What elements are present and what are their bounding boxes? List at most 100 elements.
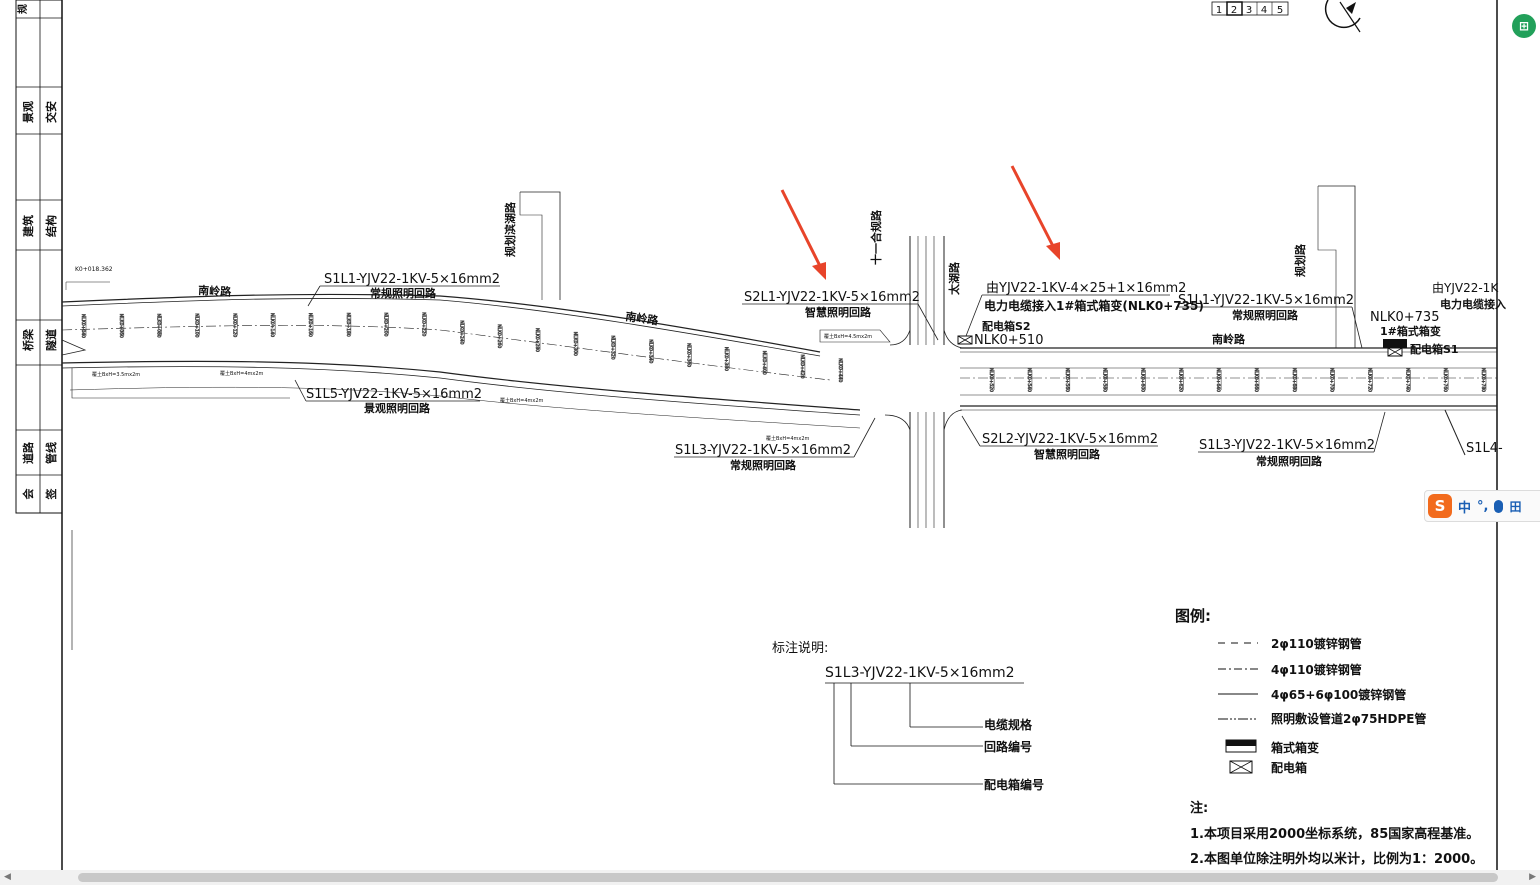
title-block: 规 景观 交安 建筑 结构 桥梁 隧道 道路 管线 会 签	[15, 0, 63, 514]
notes: 注: 1.本项目采用2000坐标系统，85国家高程基准。 2.本图单位除注明外均…	[1190, 800, 1483, 867]
station-label: NLK0+260	[496, 324, 502, 348]
circuit-label-s2l2: 智慧照明回路	[1034, 447, 1101, 461]
circuit-label-s2l1: 智慧照明回路	[805, 305, 872, 319]
station-label: NLK0+720	[1366, 368, 1372, 392]
notation-explanation: 标注说明: S1L3-YJV22-1KV-5×16mm2 电缆规格 回路编号 配…	[772, 641, 1044, 792]
station-label: NLK0+680	[1291, 368, 1297, 392]
conduit-note-4: 覆土BxH=4.5mx2m	[824, 333, 872, 340]
station-label: NLK0+200	[383, 312, 389, 336]
station-label: NLK0+400	[761, 351, 767, 375]
notation-heading: 标注说明:	[772, 641, 828, 656]
title-cell-qian: 签	[44, 488, 58, 501]
station-label: NLK0+340	[648, 339, 654, 363]
ime-toolbar[interactable]: S 中 °, 田	[1424, 490, 1540, 522]
station-label: NLK0+080	[156, 314, 162, 338]
station-label: NLK0+180	[345, 313, 351, 337]
station-label: NLK0+220	[421, 312, 427, 336]
cable-s2l2: S2L2-YJV22-1KV-5×16mm2	[982, 432, 1158, 447]
scroll-right-icon[interactable]: ▶	[1529, 872, 1536, 882]
station-label: NLK0+280	[534, 328, 540, 352]
horizontal-scrollbar[interactable]: ◀ ▶	[0, 870, 1540, 885]
cable-s2l1: S2L1-YJV22-1KV-5×16mm2	[744, 290, 920, 305]
conduit-note-2: 覆土BxH=4mx2m	[220, 370, 264, 377]
station-label: NLK0+600	[1139, 368, 1145, 392]
conduit-note-3: 覆土BxH=4mx2m	[500, 397, 544, 404]
station-label: NLK0+580	[1102, 368, 1108, 392]
power-in-desc: 电力电缆接入1#箱式箱变(NLK0+735)	[984, 298, 1204, 313]
station-label: NLK0+380	[723, 347, 729, 371]
box-s1-transformer: 1#箱式箱变	[1380, 324, 1441, 338]
title-cell-daolu: 道路	[21, 441, 35, 464]
transformer-box-s1-icon	[1383, 339, 1407, 357]
road-label-nanling-3: 南岭路	[1212, 332, 1246, 346]
station-label: NLK0+760	[1442, 368, 1448, 392]
box-s1-chainage: NLK0+735	[1370, 310, 1439, 325]
road-label-nanling-1: 南岭路	[198, 283, 233, 299]
notes-heading: 注:	[1190, 800, 1208, 816]
notation-box-no: 配电箱编号	[984, 777, 1044, 792]
distribution-box-icon	[1229, 760, 1253, 774]
scrollbar-thumb[interactable]	[78, 873, 1498, 882]
ime-language-toggle[interactable]: 中	[1458, 500, 1472, 516]
station-label: NLK0+640	[1215, 368, 1221, 392]
station-label: NLK0+300	[572, 332, 578, 356]
ime-more-button[interactable]: 田	[1509, 499, 1522, 514]
circuit-label-s1l3-left: 常规照明回路	[730, 458, 797, 472]
station-label: NLK0+560	[1064, 368, 1070, 392]
road-label-nanling-2: 南岭路	[625, 309, 661, 328]
box-s1-label: 配电箱S1	[1410, 342, 1459, 356]
scroll-left-icon[interactable]: ◀	[4, 872, 11, 882]
circuit-label-s1l1-left: 常规照明回路	[370, 286, 437, 300]
title-cell-qiaoliang: 桥梁	[21, 328, 35, 351]
ime-punctuation-toggle[interactable]: °,	[1477, 498, 1489, 514]
microphone-icon[interactable]	[1494, 499, 1504, 513]
legend-item-3: 4φ65+6φ100镀锌钢管	[1271, 687, 1406, 702]
title-cell-hui: 会	[21, 488, 35, 500]
notation-cable-spec: 电缆规格	[984, 717, 1033, 732]
station-label: NLK0+540	[1026, 368, 1032, 392]
station-label: NLK0+060	[118, 314, 124, 338]
station-label: NLK0+240	[458, 320, 464, 344]
station-label: NLK0+700	[1329, 368, 1335, 392]
cable-s1l4-cut: S1L4-	[1466, 441, 1503, 456]
extension-icon[interactable]: ⊞	[1512, 14, 1536, 38]
title-cell-jiaoan: 交安	[44, 101, 58, 123]
sheet-index-1: 1	[1216, 5, 1222, 16]
title-cell-suidao: 隧道	[44, 329, 58, 351]
sheet-index-2: 2	[1231, 5, 1237, 16]
station-label: NLK0+140	[269, 313, 275, 337]
title-cell-jianzhu: 建筑	[21, 215, 35, 237]
road-label-shiyihe: 十一合规路	[869, 209, 883, 265]
leader-lines	[294, 285, 1386, 458]
legend-item-4: 照明敷设管道2φ75HDPE管	[1271, 711, 1426, 726]
box-transformer-icon	[1225, 739, 1257, 753]
road-label-planned-binghu: 规划滨湖路	[503, 201, 517, 257]
start-chainage: K0+018.362	[75, 266, 113, 273]
circuit-label-s1l1-right: 常规照明回路	[1232, 308, 1299, 322]
title-cell-jingguan: 景观	[22, 101, 35, 124]
sheet-index-5: 5	[1277, 5, 1283, 16]
cable-s1l1-right: S1L1-YJV22-1KV-5×16mm2	[1178, 293, 1354, 308]
box-s2-chainage: NLK0+510	[974, 333, 1043, 348]
north-arrow-icon	[1324, 0, 1361, 33]
cable-s1l5: S1L5-YJV22-1KV-5×16mm2	[306, 387, 482, 402]
station-label: NLK0+780	[1480, 368, 1486, 392]
sogou-logo-icon[interactable]: S	[1428, 494, 1452, 518]
red-arrow-2-icon	[1010, 165, 1060, 260]
cable-s1l1-left: S1L1-YJV22-1KV-5×16mm2	[324, 272, 500, 287]
power-in-spec: 由YJV22-1KV-4×25+1×16mm2	[986, 281, 1186, 296]
red-arrow-1-icon	[780, 189, 826, 280]
station-label: NLK0+620	[1177, 368, 1183, 392]
box-s2-label: 配电箱S2	[982, 319, 1031, 333]
notation-sample: S1L3-YJV22-1KV-5×16mm2	[825, 665, 1015, 681]
conduit-note-1: 覆土BxH=3.5mx2m	[92, 371, 140, 378]
station-label: NLK0+160	[307, 313, 313, 337]
legend-item-2: 4φ110镀锌钢管	[1271, 662, 1362, 677]
legend-item-1: 2φ110镀锌钢管	[1271, 636, 1362, 651]
note-2: 2.本图单位除注明外均以米计，比例为1：2000。	[1190, 851, 1483, 867]
station-label: NLK0+420	[799, 354, 805, 378]
station-label: NLK0+520	[988, 368, 994, 392]
station-label: NLK0+100	[194, 313, 200, 337]
